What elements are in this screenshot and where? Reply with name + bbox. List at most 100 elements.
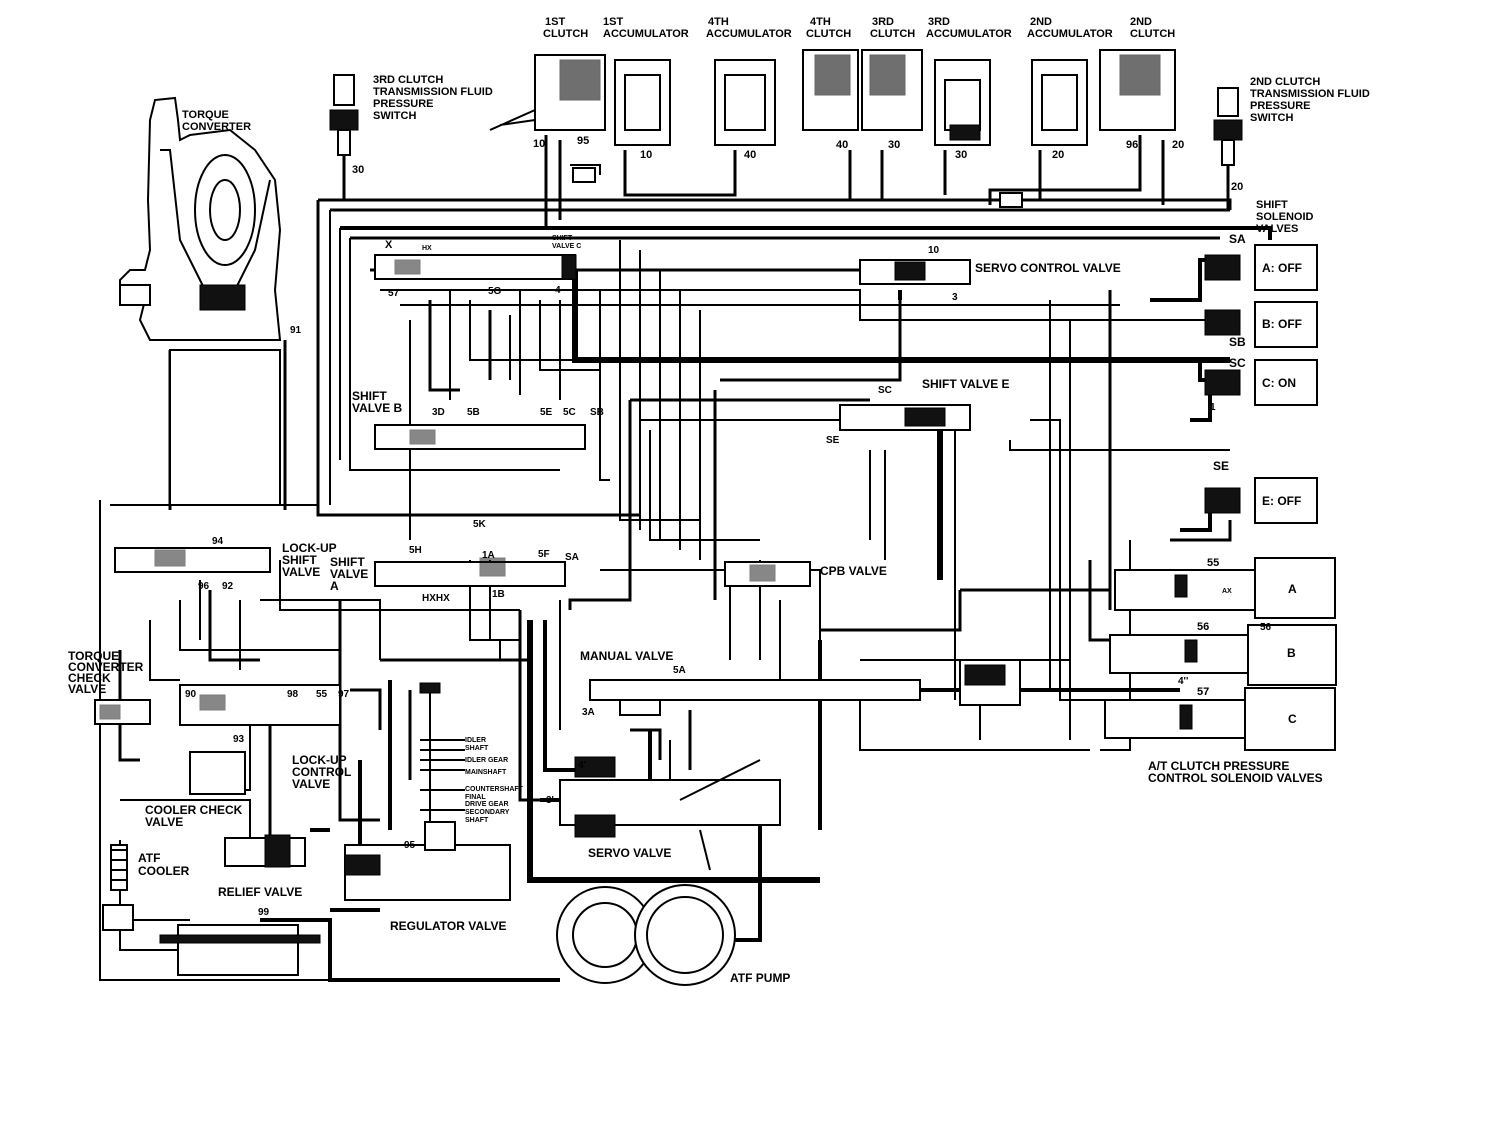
torque-converter [119, 96, 282, 506]
pressure-solenoid-labels: A 55 B 56 C 57 [1197, 557, 1297, 726]
solenoid-a-port: SA [1229, 232, 1246, 246]
shift-solenoid-e [1204, 477, 1318, 524]
svg-text:4: 4 [555, 285, 561, 296]
svg-text:IDLER GEAR: IDLER GEAR [465, 757, 508, 764]
torque-converter-label-1: TORQUE [182, 109, 229, 121]
atf-pump [556, 884, 736, 986]
svg-text:40: 40 [836, 139, 848, 151]
svg-text:95: 95 [577, 135, 589, 147]
solenoid-c-state: C: ON [1262, 376, 1296, 390]
svg-text:10: 10 [928, 245, 940, 256]
svg-text:5C: 5C [563, 407, 576, 418]
svg-text:SA: SA [565, 552, 579, 563]
clutch-1st [489, 54, 606, 131]
shift-valve-e [839, 404, 971, 431]
shift-solenoid-a [1204, 244, 1318, 291]
relief-valve [224, 834, 306, 868]
svg-text:3D: 3D [432, 407, 445, 418]
cooler-check-valve [189, 751, 246, 795]
torque-converter-label-2: CONVERTER [182, 121, 251, 133]
svg-text:20: 20 [1052, 149, 1064, 161]
shift-valve-b [374, 424, 586, 450]
svg-text:SHAFT: SHAFT [465, 745, 489, 752]
svg-text:SERVO VALVE: SERVO VALVE [588, 846, 671, 860]
svg-text:98: 98 [287, 689, 299, 700]
shaft-labels: IDLER SHAFT IDLER GEAR MAINSHAFT COUNTER… [465, 737, 524, 824]
svg-text:3': 3' [546, 795, 554, 806]
accumulator-1st [614, 59, 671, 146]
clutch-3rd [861, 49, 923, 131]
pressure-solenoid-a [1114, 557, 1336, 619]
svg-text:1A: 1A [482, 550, 495, 561]
pressure-solenoid-a-port: 55 [1207, 557, 1219, 569]
atf-cooler [102, 844, 134, 931]
svg-text:20: 20 [1231, 181, 1243, 193]
servo-control-valve [859, 259, 971, 285]
svg-text:SECONDARY: SECONDARY [465, 809, 510, 816]
svg-text:5F: 5F [538, 549, 550, 560]
svg-text:93: 93 [233, 734, 245, 745]
svg-text:SHIFT VALVE E: SHIFT VALVE E [922, 377, 1010, 391]
pressure-switch-3rd [329, 74, 359, 156]
svg-text:96: 96 [1126, 139, 1138, 151]
svg-text:91: 91 [290, 325, 302, 336]
svg-text:IDLER: IDLER [465, 737, 486, 744]
cpb-valve [724, 561, 811, 587]
svg-text:30: 30 [888, 139, 900, 151]
lockup-control-valve [179, 684, 341, 726]
svg-text:5H: 5H [409, 545, 422, 556]
pressure-solenoid-a-name: A [1288, 582, 1297, 596]
svg-text:10: 10 [640, 149, 652, 161]
svg-text:SERVO CONTROL VALVE: SERVO CONTROL VALVE [975, 261, 1121, 275]
svg-text:5B: 5B [467, 407, 480, 418]
svg-text:FINAL: FINAL [465, 794, 486, 801]
svg-text:SHAFT: SHAFT [465, 817, 489, 824]
svg-text:4': 4' [578, 760, 586, 771]
svg-text:56: 56 [1260, 622, 1272, 633]
solenoid-c-port: SC [1229, 356, 1246, 370]
shift-solenoid-labels: SA A: OFF SB B: OFF SC C: ON SE E: OFF [1213, 232, 1302, 508]
svg-text:X: X [385, 239, 393, 251]
pressure-switch-2nd [1213, 87, 1243, 166]
svg-text:96: 96 [198, 581, 210, 592]
check-ball-1st [572, 167, 596, 183]
clutch-4th [802, 49, 859, 131]
pressure-solenoid-c [1104, 687, 1336, 751]
solenoid-a-state: A: OFF [1262, 261, 1302, 275]
shift-valve-a [374, 557, 566, 587]
servo-valve [559, 756, 781, 871]
port-labels-top: 10 95 10 40 40 30 30 20 96 20 30 20 [352, 135, 1243, 193]
svg-text:97: 97 [338, 689, 350, 700]
port-labels-misc: X HX AX 1 3 4 5A 5B 5C 5E 5F 5G 5H 5K 57… [185, 239, 1272, 918]
svg-text:MANUAL VALVE: MANUAL VALVE [580, 649, 673, 663]
shift-valve-c [374, 254, 577, 280]
accumulator-3rd [934, 59, 991, 146]
svg-text:SB: SB [590, 407, 604, 418]
svg-text:10: 10 [533, 138, 545, 150]
shift-solenoid-b [1204, 301, 1318, 348]
svg-text:5G: 5G [488, 286, 502, 297]
pressure-solenoid-b-name: B [1287, 646, 1296, 660]
servo-detail [959, 659, 1021, 706]
regulator-valve [344, 821, 511, 901]
pressure-solenoid-c-name: C [1288, 712, 1297, 726]
svg-text:COUNTERSHAFT: COUNTERSHAFT [465, 786, 524, 793]
svg-text:1B: 1B [492, 589, 505, 600]
svg-text:92: 92 [222, 581, 234, 592]
svg-text:HXHX: HXHX [422, 593, 450, 604]
solenoid-b-port: SB [1229, 335, 1246, 349]
